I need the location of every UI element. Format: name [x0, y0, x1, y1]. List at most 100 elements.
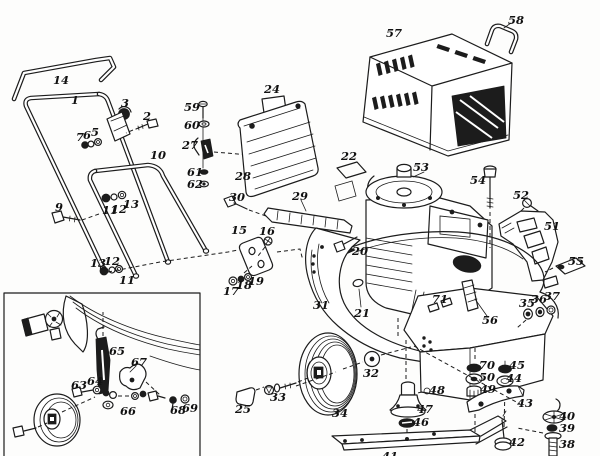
part-label-19: 19 — [248, 274, 264, 288]
part-label-43: 43 — [517, 396, 533, 410]
hood-handle-58 — [484, 22, 519, 55]
part-label-22: 22 — [340, 149, 357, 163]
deck-31 — [305, 227, 559, 401]
part-label-41: 41 — [382, 449, 398, 456]
upper-handle-1 — [23, 91, 172, 271]
nuts-5-6-7 — [81, 138, 102, 149]
part-label-61: 61 — [187, 165, 203, 179]
part-label-60: 60 — [184, 118, 200, 132]
part-label-6: 6 — [83, 128, 91, 142]
part-label-37: 37 — [544, 289, 560, 303]
part-label-56: 56 — [482, 313, 498, 327]
handle-clamp-3 — [106, 106, 132, 142]
washer-32 — [295, 346, 412, 387]
part-label-58: 58 — [508, 13, 524, 27]
part-label-21: 21 — [353, 306, 370, 320]
part-label-11a: 11 — [102, 203, 118, 217]
part-label-65: 65 — [109, 344, 125, 358]
part-label-63: 63 — [71, 378, 87, 392]
bolt-16 — [257, 236, 273, 257]
part-label-55: 55 — [568, 254, 584, 268]
part-label-40: 40 — [559, 409, 575, 423]
part-label-31: 31 — [313, 298, 329, 312]
part-label-28: 28 — [234, 169, 251, 183]
part-label-17: 17 — [223, 284, 239, 298]
part-label-50: 50 — [479, 370, 495, 384]
part-label-51: 51 — [544, 219, 560, 233]
part-label-32: 32 — [363, 366, 379, 380]
bolt-54 — [483, 165, 497, 248]
wheel-34 — [298, 332, 358, 416]
block-55 — [544, 257, 586, 275]
part-label-52: 52 — [513, 188, 529, 202]
part-label-33: 33 — [270, 390, 286, 404]
part-label-1: 1 — [71, 93, 79, 107]
bolt-2 — [125, 118, 159, 134]
part-label-13b: 13 — [90, 256, 106, 270]
part-label-24: 24 — [263, 82, 280, 96]
inset-box — [3, 292, 201, 456]
plug-25 — [235, 386, 265, 407]
part-label-35: 35 — [519, 296, 535, 310]
washers-17-18-19 — [228, 265, 253, 286]
part-label-71: 71 — [432, 292, 448, 306]
part-label-11b: 11 — [119, 273, 135, 287]
part-label-10: 10 — [150, 148, 166, 162]
part-label-14: 14 — [53, 73, 69, 87]
bracket-29 — [263, 199, 353, 234]
part-label-69: 69 — [182, 401, 198, 415]
part-label-12b: 12 — [104, 254, 120, 268]
stack-40-39-38 — [516, 398, 566, 456]
part-label-59: 59 — [184, 100, 200, 114]
part-label-16: 16 — [259, 224, 275, 238]
part-label-29: 29 — [291, 189, 308, 203]
part-label-3: 3 — [121, 96, 129, 110]
bolt-9 — [51, 210, 100, 224]
bolt-30 — [223, 195, 267, 217]
bolt-33 — [263, 377, 309, 396]
part-label-54: 54 — [470, 173, 486, 187]
part-label-62: 62 — [187, 177, 203, 191]
part-label-39: 39 — [559, 421, 575, 435]
bolt-20 — [333, 236, 358, 253]
part-label-67: 67 — [131, 355, 147, 369]
part-label-36: 36 — [531, 292, 547, 306]
part-label-47: 47 — [417, 402, 433, 416]
spindle-47-46-48 — [389, 340, 431, 438]
part-label-25: 25 — [234, 402, 251, 416]
part-label-27: 27 — [181, 138, 198, 152]
stack-45-44 — [496, 360, 514, 429]
part-label-68: 68 — [170, 403, 186, 417]
part-label-42: 42 — [509, 435, 525, 449]
part-label-49: 49 — [480, 382, 496, 396]
washers-35-36-37 — [516, 305, 556, 329]
rear-flap-28 — [237, 100, 319, 198]
part-label-9: 9 — [55, 200, 63, 214]
part-label-46: 46 — [413, 415, 429, 429]
part-label-34: 34 — [332, 406, 348, 420]
part-label-18: 18 — [236, 278, 252, 292]
part-label-45: 45 — [509, 358, 525, 372]
part-label-20: 20 — [351, 244, 368, 258]
bail-rod-14 — [11, 55, 117, 102]
handle-fasteners-upper-11-12-13 — [101, 190, 127, 203]
part-label-64: 64 — [87, 374, 103, 388]
part-label-48: 48 — [429, 383, 445, 397]
blade-bar-41 — [331, 345, 521, 451]
part-label-53: 53 — [413, 160, 429, 174]
bolt-42 — [494, 410, 512, 451]
part-label-38: 38 — [559, 437, 575, 451]
part-label-12a: 12 — [111, 202, 127, 216]
part-label-13a: 13 — [123, 197, 139, 211]
plate-15 — [238, 236, 274, 277]
part-label-15: 15 — [231, 223, 247, 237]
part-label-57: 57 — [386, 26, 402, 40]
hardware-59-60-27-61-62 — [193, 100, 263, 188]
part-label-7: 7 — [76, 130, 84, 144]
part-label-44: 44 — [506, 371, 522, 385]
part-label-2: 2 — [142, 109, 151, 123]
lower-handle-10 — [87, 162, 210, 279]
